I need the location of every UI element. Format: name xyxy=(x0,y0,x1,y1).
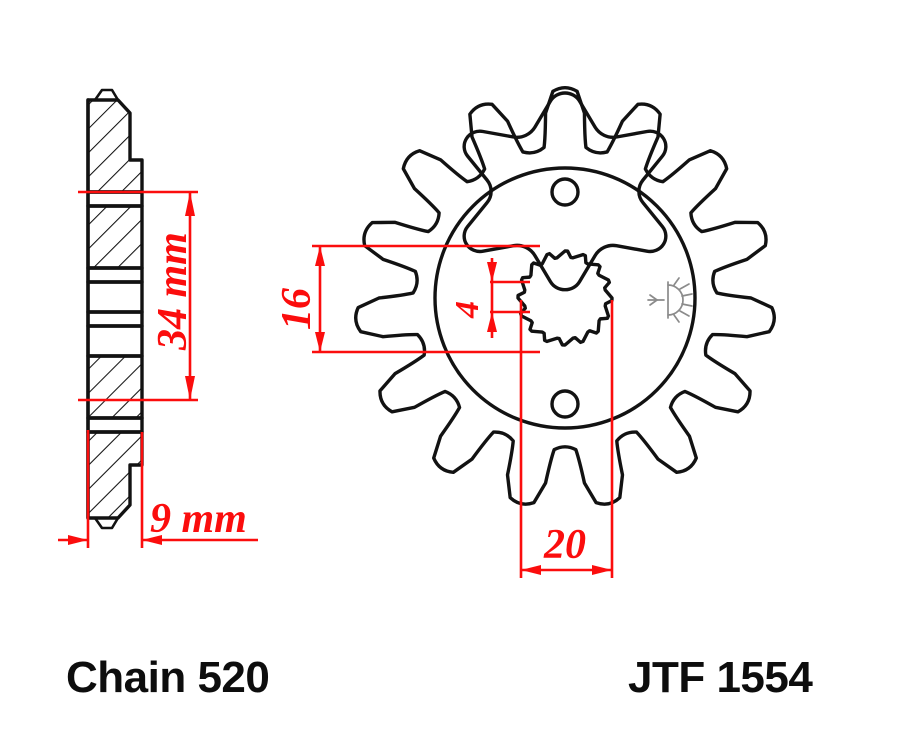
part-number-caption: JTF 1554 xyxy=(628,653,813,702)
dimension-9mm-label: 9 mm xyxy=(150,496,247,542)
splined-bore xyxy=(516,249,614,347)
dimension-34mm-label: 34 mm xyxy=(150,232,196,351)
dimension-9mm: 9 mm xyxy=(58,430,258,548)
chain-caption: Chain 520 xyxy=(66,653,269,702)
dimension-20-label: 20 xyxy=(543,522,586,568)
dimension-16: 16 xyxy=(274,244,540,354)
section-hatching xyxy=(88,100,142,518)
dimension-4: 4 xyxy=(449,258,530,338)
dimension-16-label: 16 xyxy=(274,288,320,330)
sprocket-teeth-outline xyxy=(462,91,668,292)
bolt-hole-top xyxy=(550,177,580,207)
dimension-20: 20 xyxy=(519,300,614,578)
side-section-view xyxy=(86,88,144,530)
dimension-4-label: 4 xyxy=(449,301,486,319)
surface-finish-icon xyxy=(647,277,693,323)
bolt-hole-bottom xyxy=(550,389,580,419)
splined-bore-outline xyxy=(516,249,614,347)
dimension-34mm: 34 mm xyxy=(78,190,198,402)
sprocket-gear-group xyxy=(354,85,776,506)
sprocket-teeth-outline xyxy=(354,85,776,506)
front-face-view xyxy=(354,85,776,506)
hub-web-circle xyxy=(433,166,697,430)
